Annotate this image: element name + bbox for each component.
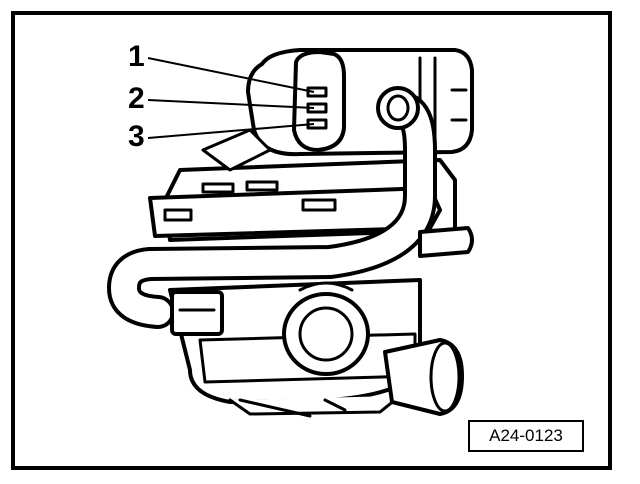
callout-leaders — [147, 57, 315, 139]
leader-line-2 — [147, 99, 315, 109]
valve-flange — [148, 186, 442, 238]
callout-number-2: 2 — [128, 82, 145, 115]
callout-number-3: 3 — [128, 120, 145, 153]
left-port — [170, 290, 224, 336]
figure-id-label: A24-0123 — [468, 420, 584, 452]
valve-illustration — [107, 48, 474, 418]
connector-pin-1 — [306, 86, 328, 98]
leader-line-3 — [147, 123, 315, 139]
connector-housing — [246, 48, 474, 157]
connector-plug — [292, 50, 346, 152]
callout-number-1: 1 — [128, 40, 145, 73]
leader-line-1 — [147, 57, 315, 93]
side-stub-pipe — [418, 226, 474, 258]
